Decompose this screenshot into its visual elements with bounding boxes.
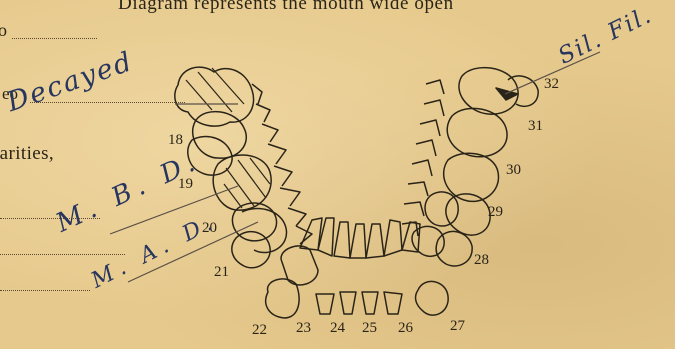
tooth-number-29: 29 — [488, 204, 503, 221]
tooth-number-28: 28 — [474, 252, 489, 269]
tooth-number-32: 32 — [544, 76, 559, 93]
incisor-root-3 — [334, 222, 350, 258]
tooth-number-31: 31 — [528, 118, 543, 135]
tooth-number-23: 23 — [296, 320, 311, 337]
tooth-25-lower — [362, 292, 378, 314]
tooth-24-lower — [340, 292, 356, 314]
tooth-27-lower — [416, 281, 449, 315]
tooth-31-shape — [447, 108, 507, 156]
tooth-number-25: 25 — [362, 320, 377, 337]
tooth-number-26: 26 — [398, 320, 413, 337]
tooth-19-shape — [213, 155, 271, 210]
incisor-root-5 — [366, 224, 384, 258]
right-premolar — [425, 192, 458, 226]
tooth-26-lower — [384, 292, 402, 314]
upper-right-tooth-edges — [402, 80, 444, 236]
tooth-number-21: 21 — [214, 264, 229, 281]
tooth-number-30: 30 — [506, 162, 521, 179]
incisor-root-4 — [350, 224, 366, 258]
left-premolar-outline — [242, 209, 287, 253]
tooth-number-24: 24 — [330, 320, 345, 337]
upper-left-molar-2 — [193, 112, 247, 159]
tooth-number-27: 27 — [450, 318, 465, 335]
tooth-number-22: 22 — [252, 322, 267, 339]
tooth-28-shape — [436, 231, 472, 266]
upper-left-molar-1 — [175, 67, 254, 126]
incisor-root-6 — [384, 220, 402, 256]
tooth-21-shape — [232, 232, 270, 268]
incisor-root-2 — [318, 218, 334, 256]
tooth-23-lower — [316, 294, 334, 314]
tooth-number-18: 18 — [168, 132, 183, 149]
